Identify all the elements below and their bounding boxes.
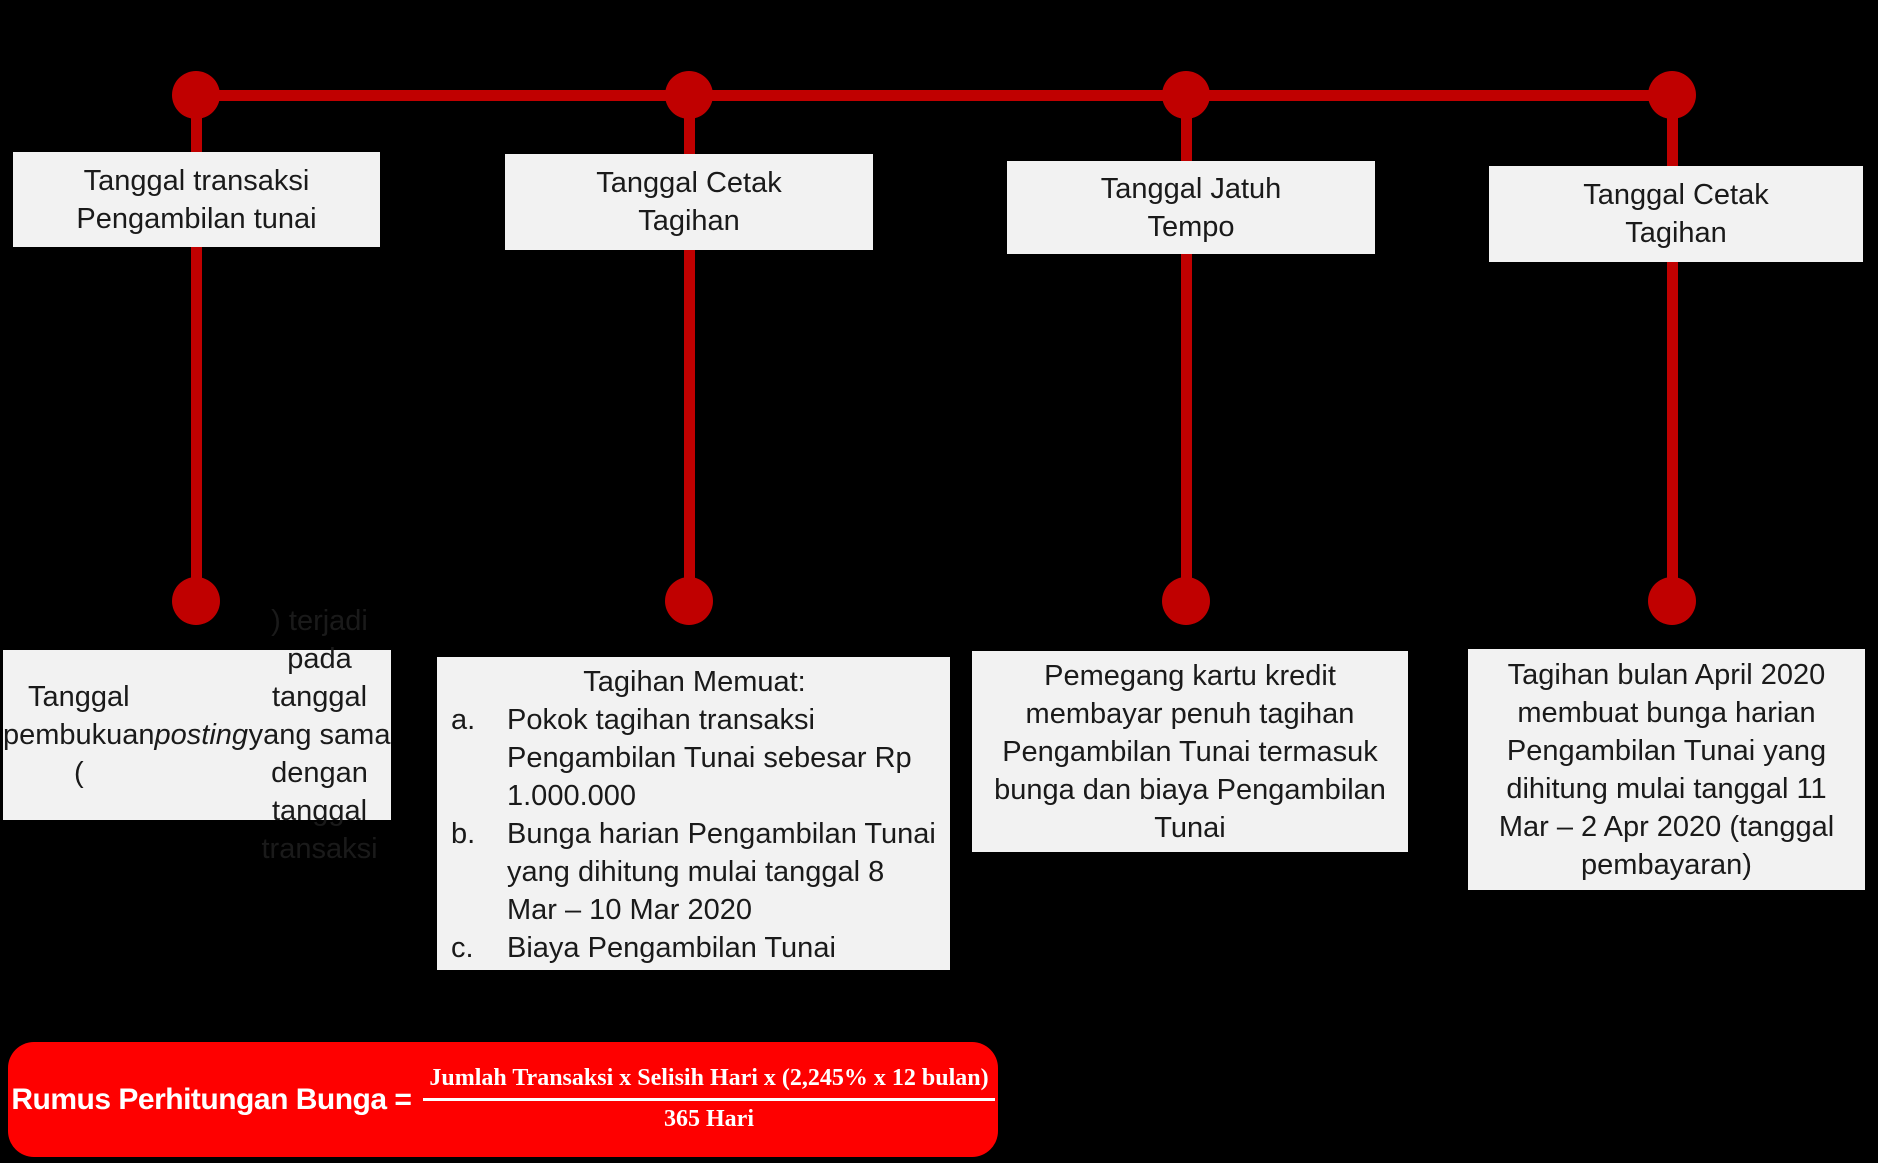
timeline-node-dot-bottom-1 bbox=[172, 577, 220, 625]
list-marker-b: b. bbox=[451, 818, 476, 850]
timeline-axis-line bbox=[196, 90, 1672, 101]
timeline-node-dot-bottom-3 bbox=[1162, 577, 1210, 625]
top-label-box-statement-print-date-2: Tanggal Cetak Tagihan bbox=[1489, 166, 1863, 262]
timeline-node-dot-top-4 bbox=[1648, 71, 1696, 119]
formula-numerator: Jumlah Transaksi x Selisih Hari x (2,245… bbox=[423, 1065, 995, 1101]
list-item-b: b. Bunga harian Pengambilan Tunai yang d… bbox=[451, 815, 938, 929]
timeline-node-dot-top-2 bbox=[665, 71, 713, 119]
bottom-note-box-april-billing: Tagihan bulan April 2020 membuat bunga h… bbox=[1468, 649, 1865, 890]
formula-label: Rumus Perhitungan Bunga = bbox=[11, 1082, 412, 1116]
top-label-box-due-date: Tanggal Jatuh Tempo bbox=[1007, 161, 1375, 254]
bottom-note-box-statement-contents: Tagihan Memuat: a. Pokok tagihan transak… bbox=[437, 657, 950, 970]
list-item-a: a. Pokok tagihan transaksi Pengambilan T… bbox=[451, 701, 938, 815]
list-marker-a: a. bbox=[451, 704, 476, 736]
formula-fraction: Jumlah Transaksi x Selisih Hari x (2,245… bbox=[423, 1065, 995, 1133]
timeline-node-dot-bottom-2 bbox=[665, 577, 713, 625]
list-item-c: c. Biaya Pengambilan Tunai bbox=[451, 929, 938, 967]
list-text-b: Bunga harian Pengambilan Tunai yang dihi… bbox=[507, 818, 936, 926]
connector-line-col2 bbox=[684, 95, 695, 600]
connector-line-col4 bbox=[1667, 95, 1678, 600]
top-label-box-statement-print-date-1: Tanggal Cetak Tagihan bbox=[505, 154, 873, 250]
connector-line-col1 bbox=[191, 95, 202, 600]
statement-contents-title: Tagihan Memuat: bbox=[583, 666, 806, 698]
bottom-note-box-posting-date: Tanggal pembukuan (posting) terjadi pada… bbox=[3, 605, 391, 865]
top-label-box-transaction-date: Tanggal transaksi Pengambilan tunai bbox=[13, 152, 380, 247]
posting-note-post: ) terjadi pada tanggal yang sama dengan … bbox=[248, 605, 391, 865]
list-text-c: Biaya Pengambilan Tunai bbox=[507, 932, 836, 964]
timeline-node-dot-top-1 bbox=[172, 71, 220, 119]
list-text-a: Pokok tagihan transaksi Pengambilan Tuna… bbox=[507, 704, 912, 812]
posting-note-italic: posting bbox=[154, 719, 249, 751]
formula-denominator: 365 Hari bbox=[664, 1106, 755, 1132]
timeline-node-dot-bottom-4 bbox=[1648, 577, 1696, 625]
list-marker-c: c. bbox=[451, 932, 474, 964]
timeline-node-dot-top-3 bbox=[1162, 71, 1210, 119]
interest-formula-box: Rumus Perhitungan Bunga = Jumlah Transak… bbox=[8, 1042, 998, 1157]
bottom-note-box-full-payment: Pemegang kartu kredit membayar penuh tag… bbox=[972, 651, 1408, 852]
posting-note-pre: Tanggal pembukuan ( bbox=[3, 681, 155, 789]
connector-line-col3 bbox=[1181, 95, 1192, 600]
